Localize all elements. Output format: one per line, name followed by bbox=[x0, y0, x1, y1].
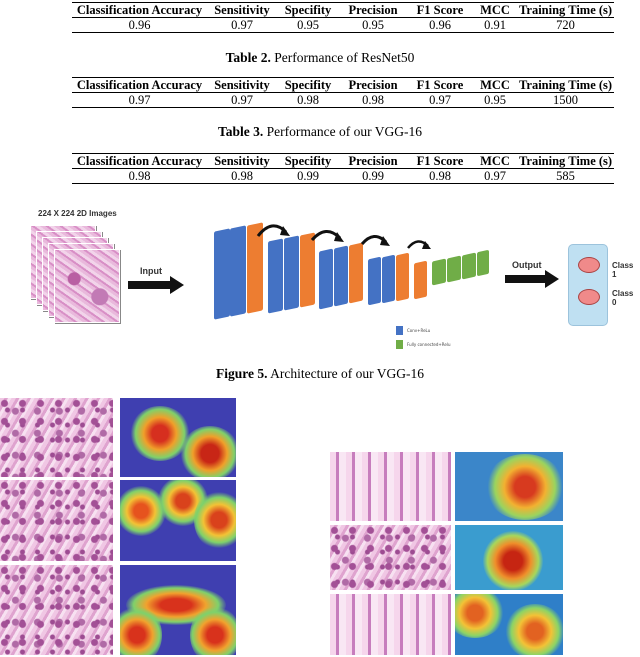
table-cell: 720 bbox=[556, 18, 575, 32]
class-1-node bbox=[578, 257, 600, 273]
table-cell: 0.97 bbox=[231, 93, 253, 107]
col-header-mcc: MCC bbox=[480, 154, 510, 168]
table-2-caption: Table 2. Performance of ResNet50 bbox=[225, 50, 415, 65]
histology-image bbox=[330, 594, 451, 655]
legend-fc-swatch bbox=[396, 340, 403, 349]
histology-image bbox=[0, 398, 113, 477]
table-cell: 0.98 bbox=[362, 93, 384, 107]
output-node-box bbox=[568, 244, 608, 326]
heatmap-image bbox=[455, 452, 563, 521]
table-cell: 1500 bbox=[553, 93, 578, 107]
class-0-node bbox=[578, 289, 600, 305]
table-cell: 0.98 bbox=[297, 93, 319, 107]
col-header-precision: Precision bbox=[348, 154, 398, 168]
table-cell: 0.95 bbox=[484, 93, 506, 107]
heatmap-image bbox=[120, 398, 236, 477]
table-cell: 0.98 bbox=[429, 169, 451, 183]
histology-image bbox=[330, 525, 451, 590]
input-arrow-icon bbox=[128, 276, 184, 294]
table-cell: 0.99 bbox=[297, 169, 319, 183]
conv-layer bbox=[230, 225, 246, 317]
table-3-caption: Table 3. Performance of our VGG-16 bbox=[218, 124, 422, 139]
col-header-accuracy: Classification Accuracy bbox=[76, 3, 203, 17]
col-header-f1: F1 Score bbox=[416, 154, 464, 168]
col-header-specifity: Specifity bbox=[284, 78, 332, 92]
legend-fc-label: Fully connected+Relu bbox=[407, 342, 451, 347]
table-cell: 0.99 bbox=[362, 169, 384, 183]
col-header-mcc: MCC bbox=[480, 3, 510, 17]
table-cell: 0.97 bbox=[128, 93, 151, 107]
col-header-accuracy: Classification Accuracy bbox=[76, 154, 203, 168]
col-header-mcc: MCC bbox=[480, 78, 510, 92]
col-header-training-time: Training Time (s) bbox=[519, 154, 613, 168]
table-cell: 0.97 bbox=[484, 169, 506, 183]
col-header-precision: Precision bbox=[348, 78, 398, 92]
conv-layer bbox=[319, 248, 333, 310]
table-2: Classification Accuracy Sensitivity Spec… bbox=[72, 77, 614, 108]
class-1-label: Class 1 bbox=[612, 261, 634, 279]
table-3: Classification Accuracy Sensitivity Spec… bbox=[72, 153, 614, 184]
input-arrow-label: Input bbox=[140, 266, 162, 276]
table-3-header-row: Classification Accuracy Sensitivity Spec… bbox=[72, 153, 614, 169]
table-row: 0.98 0.98 0.99 0.99 0.98 0.97 585 bbox=[72, 169, 614, 184]
col-header-precision: Precision bbox=[348, 3, 398, 17]
fc-layer bbox=[447, 255, 461, 283]
table-cell: 0.97 bbox=[429, 93, 451, 107]
col-header-f1: F1 Score bbox=[416, 3, 464, 17]
conv-layer bbox=[368, 256, 381, 306]
figure-5-caption: Figure 5. Architecture of our VGG-16 bbox=[216, 366, 424, 381]
table-cell: 585 bbox=[556, 169, 575, 183]
figure-5-architecture: 224 X 224 2D Images Input bbox=[0, 200, 640, 360]
output-arrow-label: Output bbox=[512, 260, 542, 270]
table-cell: 0.98 bbox=[231, 169, 253, 183]
heatmap-image bbox=[455, 594, 563, 655]
histology-image bbox=[330, 452, 451, 521]
table-row: 0.97 0.97 0.98 0.98 0.97 0.95 1500 bbox=[72, 93, 614, 108]
histology-image bbox=[0, 565, 113, 655]
table-cell: 0.98 bbox=[128, 169, 151, 183]
fc-layer bbox=[432, 258, 446, 286]
table-cell: 0.97 bbox=[231, 18, 253, 32]
conv-layer bbox=[382, 254, 395, 304]
legend-conv-swatch bbox=[396, 326, 403, 335]
table-cell: 0.91 bbox=[484, 18, 506, 32]
input-image bbox=[54, 249, 120, 323]
col-header-accuracy: Classification Accuracy bbox=[76, 78, 203, 92]
col-header-sensitivity: Sensitivity bbox=[214, 78, 270, 92]
flow-arrows-icon bbox=[256, 224, 431, 249]
table-1-header-row: Classification Accuracy Sensitivity Spec… bbox=[72, 2, 614, 18]
col-header-sensitivity: Sensitivity bbox=[214, 154, 270, 168]
col-header-specifity: Specifity bbox=[284, 3, 332, 17]
legend-conv-label: Conv+ReLu bbox=[407, 328, 431, 333]
table-2-header-row: Classification Accuracy Sensitivity Spec… bbox=[72, 77, 614, 93]
output-arrow-icon bbox=[505, 270, 559, 288]
table-cell: 0.95 bbox=[362, 18, 384, 32]
histology-image bbox=[0, 480, 113, 561]
fc-layer bbox=[477, 249, 489, 277]
fc-layer bbox=[462, 252, 476, 280]
col-header-training-time: Training Time (s) bbox=[519, 3, 613, 17]
col-header-f1: F1 Score bbox=[416, 78, 464, 92]
col-header-sensitivity: Sensitivity bbox=[214, 3, 270, 17]
heatmap-image bbox=[120, 480, 236, 561]
heatmap-image bbox=[120, 565, 236, 655]
class-0-label: Class 0 bbox=[612, 289, 634, 307]
table-row: 0.96 0.97 0.95 0.95 0.96 0.91 720 bbox=[72, 18, 614, 33]
pool-layer bbox=[396, 252, 409, 302]
table-cell: 0.95 bbox=[297, 18, 319, 32]
heatmap-image bbox=[455, 525, 563, 590]
table-cell: 0.96 bbox=[128, 18, 151, 32]
pool-layer bbox=[414, 260, 427, 300]
table-1: Classification Accuracy Sensitivity Spec… bbox=[72, 2, 614, 33]
conv-layer bbox=[214, 228, 230, 320]
input-title: 224 X 224 2D Images bbox=[38, 209, 117, 218]
col-header-specifity: Specifity bbox=[284, 154, 332, 168]
col-header-training-time: Training Time (s) bbox=[519, 78, 613, 92]
table-cell: 0.96 bbox=[429, 18, 451, 32]
